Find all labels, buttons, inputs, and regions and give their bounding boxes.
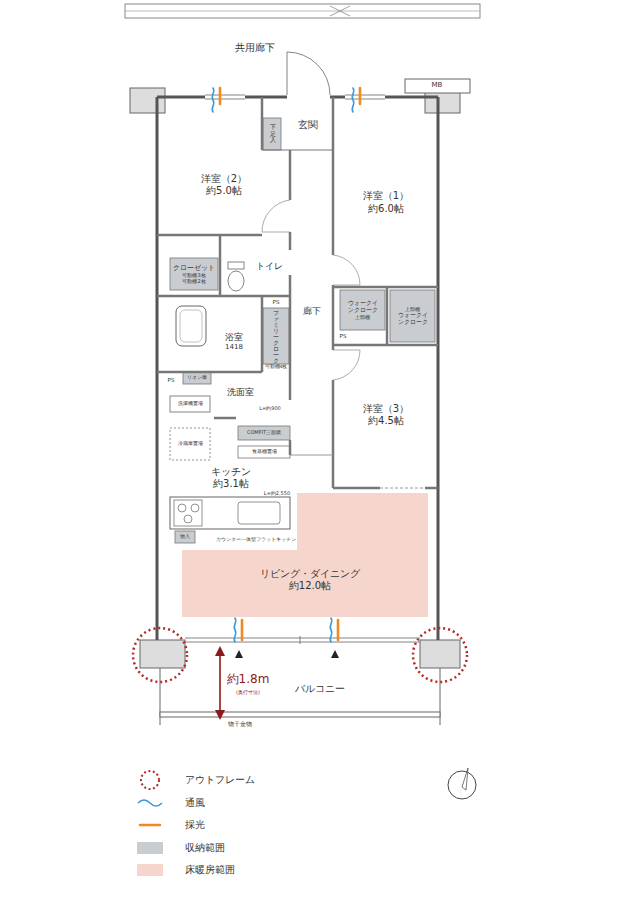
plan-label: 食器棚置場 — [252, 449, 277, 455]
storage-box: ファミリークローク可動棚4枚 — [263, 306, 289, 374]
plan-label: 物入 — [180, 534, 190, 540]
legend-text: アウトフレーム — [185, 774, 255, 786]
plan-label: (奥行寸法) — [236, 690, 260, 696]
plan-label: MB — [432, 82, 443, 90]
plan-label: リネン庫 — [187, 375, 207, 381]
storage-box: 上部棚ウォークインクローク — [390, 290, 435, 342]
room-label: 洋室（3） — [363, 403, 409, 416]
plan-label: 物干金物 — [228, 721, 252, 728]
room-label: キッチン — [211, 466, 251, 479]
room-label: 可動棚2枚 — [182, 278, 205, 284]
room-area: 洋室（2）約5.0帖 — [160, 150, 288, 220]
plan-label: PS — [340, 333, 347, 339]
plan-label: PS — [168, 377, 175, 383]
room-label: クローゼット — [173, 264, 215, 272]
room-label: 洋室（2） — [201, 173, 247, 186]
room-area: 玄関 下足入 — [262, 100, 332, 150]
room-label: リビング・ダイニング — [260, 568, 360, 581]
legend-text: 採光 — [185, 819, 205, 831]
room-label: 洗面室 — [227, 387, 254, 398]
room-label: ウォークインクローク — [396, 312, 430, 326]
plan-label: 洗濯機置場 — [178, 401, 203, 407]
room-area: 浴室1418 — [208, 322, 260, 362]
plan-label: 冷蔵庫置場 — [178, 441, 203, 447]
plan-label: 共用廊下 — [235, 42, 275, 53]
room-label: バルコニー — [295, 683, 345, 696]
room-label: 1418 — [225, 343, 243, 352]
legend-swatch — [137, 842, 163, 854]
room-label: 洋室（1） — [363, 190, 409, 203]
room-label: 約4.5帖 — [368, 415, 404, 428]
room-label: 可動棚4枚 — [265, 364, 288, 370]
room-area: バルコニー — [280, 678, 360, 700]
room-area: 廊下 — [292, 300, 332, 324]
plan-label: L=約900 — [259, 406, 281, 412]
room-label: トイレ — [256, 261, 283, 272]
room-area: トイレ — [250, 255, 288, 279]
room-area: キッチン約3.1帖 — [204, 458, 258, 498]
plan-label: 約1.8m — [227, 673, 270, 686]
plan-label: PS — [273, 299, 280, 305]
room-label: 浴室 — [225, 332, 243, 343]
room-area: 洋室（1）約6.0帖 — [336, 165, 436, 240]
storage-box: ウォークインクローク上部棚 — [340, 290, 385, 330]
storage-box: 下足入 — [264, 119, 281, 149]
room-label: 約3.1帖 — [213, 478, 249, 491]
legend-text: 床暖房範囲 — [185, 864, 235, 876]
legend-text: 通風 — [185, 797, 205, 809]
legend-text: 収納範囲 — [185, 842, 225, 854]
storage-box: クローゼット可動棚3枚可動棚2枚 — [170, 258, 218, 290]
room-label: 約12.0帖 — [289, 580, 331, 593]
room-label: 可動棚3枚 — [182, 272, 205, 278]
plan-label: カウンター一体型フラットキッチン — [216, 537, 296, 543]
plan-label: COMFIT三面鏡 — [247, 430, 281, 436]
plan-label: L=約2,550 — [264, 491, 290, 497]
room-label: 約5.0帖 — [206, 185, 242, 198]
room-label: ウォークインクローク — [346, 300, 380, 314]
room-label: 廊下 — [303, 306, 321, 317]
room-label: 上部棚 — [405, 306, 420, 312]
legend-swatch — [137, 864, 163, 876]
room-area: 洗面室 — [218, 384, 262, 402]
room-label: ファミリークローク — [273, 310, 279, 364]
room-label: 約6.0帖 — [368, 203, 404, 216]
room-area: リビング・ダイニング約12.0帖 — [250, 555, 370, 605]
room-area: 洋室（3）約4.5帖 — [336, 385, 436, 445]
room-label: 玄関 — [298, 119, 318, 132]
room-label: 上部棚 — [355, 314, 370, 320]
room-label: 下足入 — [270, 124, 276, 144]
